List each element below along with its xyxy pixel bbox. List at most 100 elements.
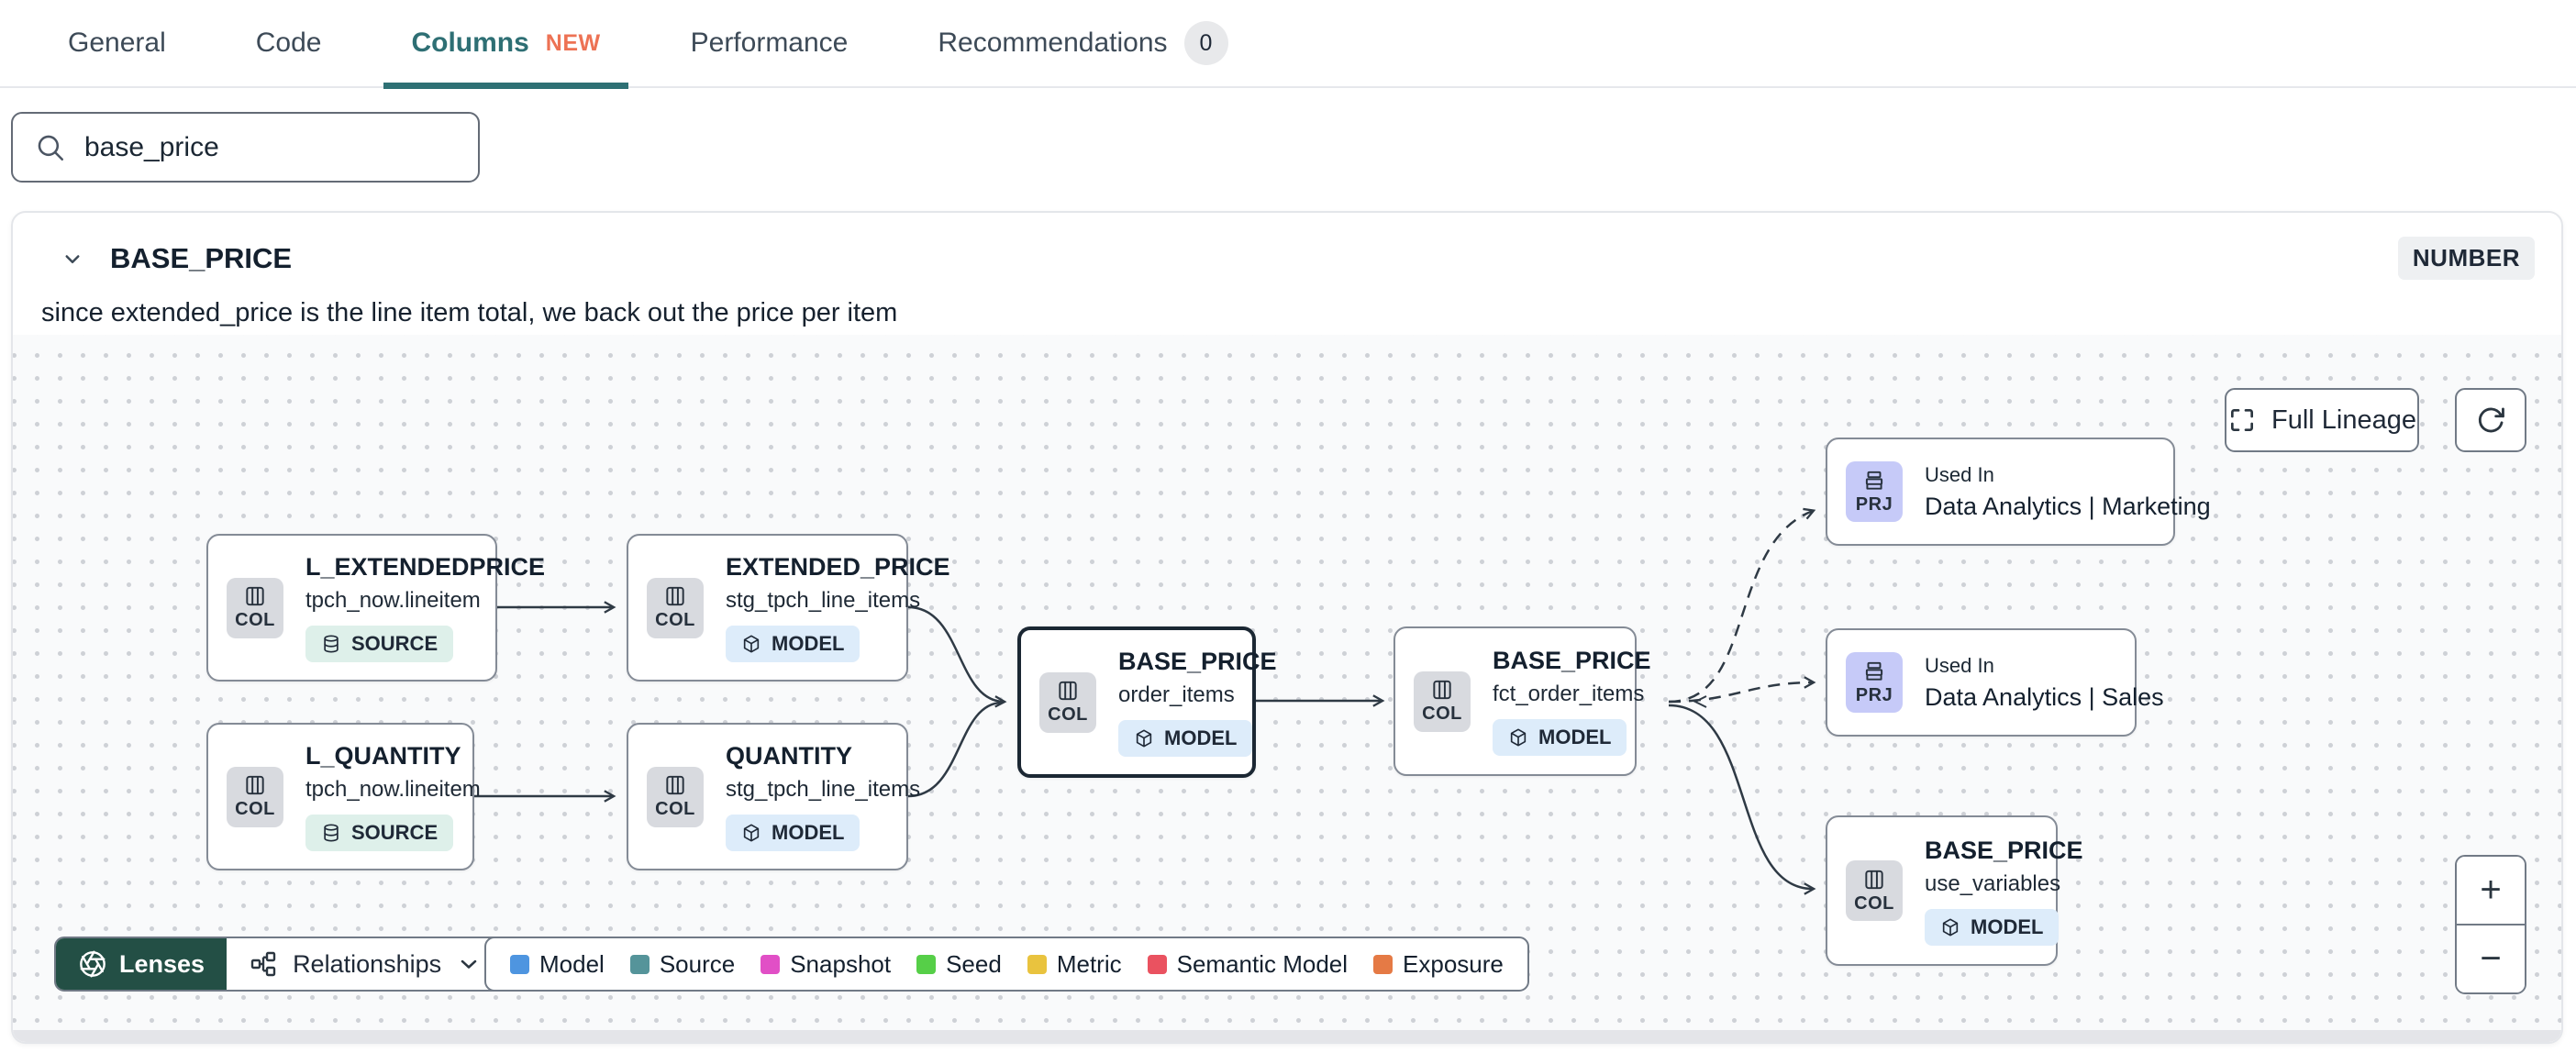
tab-columns[interactable]: Columns NEW bbox=[383, 0, 628, 89]
lenses-button[interactable]: Lenses bbox=[56, 938, 228, 990]
relationships-icon bbox=[250, 951, 276, 977]
legend-item-exposure: Exposure bbox=[1373, 950, 1504, 979]
lineage-node-extended-price[interactable]: COL EXTENDED_PRICE stg_tpch_line_items M… bbox=[627, 534, 950, 682]
legend-item-semantic-model: Semantic Model bbox=[1147, 949, 1349, 979]
node-subtitle: stg_tpch_line_items bbox=[726, 777, 921, 802]
badge-label: MODEL bbox=[772, 821, 845, 844]
node-title: BASE_PRICE bbox=[1118, 648, 1277, 675]
full-lineage-button[interactable]: Full Lineage bbox=[2225, 388, 2419, 452]
node-subtitle: stg_tpch_line_items bbox=[726, 588, 921, 613]
column-tile: COL bbox=[1039, 671, 1096, 733]
project-tile: PRJ bbox=[1846, 461, 1903, 522]
column-description: since extended_price is the line item to… bbox=[41, 298, 898, 327]
lineage-node-base-price-use-variables[interactable]: COL BASE_PRICE use_variables MODEL bbox=[1826, 815, 2083, 966]
recommendations-count-badge: 0 bbox=[1183, 21, 1228, 65]
lineage-node-l-quantity[interactable]: COL L_QUANTITY tpch_now.lineitem SOURCE bbox=[206, 723, 481, 870]
columns-icon bbox=[666, 775, 684, 795]
relationships-label: Relationships bbox=[293, 949, 442, 978]
horizontal-scrollbar[interactable] bbox=[13, 1030, 2561, 1042]
legend-swatch bbox=[1147, 954, 1167, 974]
columns-icon bbox=[246, 775, 264, 795]
tab-general[interactable]: General bbox=[40, 0, 194, 87]
relationships-dropdown[interactable]: Relationships bbox=[227, 938, 504, 990]
tile-label: COL bbox=[1422, 704, 1462, 724]
column-tile: COL bbox=[227, 766, 283, 827]
tile-label: COL bbox=[1048, 704, 1088, 725]
column-tile: COL bbox=[647, 577, 704, 638]
column-type-badge: NUMBER bbox=[2397, 237, 2535, 280]
legend-swatch bbox=[629, 954, 650, 974]
column-card: BASE_PRICE NUMBER since extended_price i… bbox=[11, 211, 2563, 1044]
node-subtitle: fct_order_items bbox=[1493, 682, 1645, 706]
zoom-out-button[interactable]: − bbox=[2457, 926, 2525, 992]
column-search bbox=[11, 112, 480, 183]
lenses-label: Lenses bbox=[119, 949, 205, 978]
project-drawers-icon bbox=[1865, 471, 1883, 490]
new-badge: NEW bbox=[545, 29, 601, 56]
tab-performance[interactable]: Performance bbox=[663, 0, 876, 87]
node-title: Data Analytics | Sales bbox=[1925, 682, 2164, 711]
node-title: QUANTITY bbox=[726, 742, 852, 770]
tab-code[interactable]: Code bbox=[228, 0, 350, 87]
cube-icon bbox=[1136, 729, 1152, 748]
lineage-node-exposure-marketing[interactable]: PRJ Used In Data Analytics | Marketing bbox=[1826, 438, 2211, 546]
legend-swatch bbox=[1373, 954, 1393, 974]
full-lineage-label: Full Lineage bbox=[2271, 405, 2416, 435]
node-title: L_QUANTITY bbox=[305, 742, 461, 770]
resource-badge: SOURCE bbox=[305, 626, 454, 662]
lineage-canvas[interactable]: COL L_EXTENDEDPRICE tpch_now.lineitem SO… bbox=[13, 335, 2561, 1042]
tab-recommendations[interactable]: Recommendations 0 bbox=[910, 0, 1255, 87]
node-subtitle: tpch_now.lineitem bbox=[305, 777, 481, 802]
active-tab-underline bbox=[383, 83, 628, 89]
columns-icon bbox=[666, 586, 684, 606]
lineage-node-base-price-order-items[interactable]: COL BASE_PRICE order_items MODEL bbox=[1017, 626, 1277, 778]
refresh-button[interactable] bbox=[2455, 388, 2526, 452]
tab-bar: General Code Columns NEW Performance Rec… bbox=[0, 0, 2576, 89]
badge-label: SOURCE bbox=[351, 632, 439, 655]
resource-badge: MODEL bbox=[726, 626, 861, 662]
lineage-node-quantity[interactable]: COL QUANTITY stg_tpch_line_items MODEL bbox=[627, 723, 920, 870]
legend-label: Seed bbox=[946, 949, 1002, 978]
tab-label: General bbox=[68, 28, 166, 58]
expand-icon bbox=[2231, 409, 2253, 431]
cube-icon bbox=[1942, 917, 1959, 937]
lineage-node-exposure-sales[interactable]: PRJ Used In Data Analytics | Sales bbox=[1826, 628, 2164, 737]
legend-label: Metric bbox=[1056, 949, 1122, 978]
zoom-in-button[interactable]: + bbox=[2457, 857, 2525, 926]
chevron-down-icon[interactable] bbox=[59, 245, 86, 272]
legend-label: Source bbox=[659, 949, 736, 978]
column-tile: COL bbox=[647, 766, 704, 827]
tile-label: COL bbox=[235, 610, 275, 630]
node-title: L_EXTENDEDPRICE bbox=[305, 553, 546, 581]
tile-label: PRJ bbox=[1855, 684, 1893, 705]
node-eyebrow: Used In bbox=[1925, 653, 1994, 677]
search-input[interactable] bbox=[84, 131, 456, 163]
lineage-node-l-extendedprice[interactable]: COL L_EXTENDEDPRICE tpch_now.lineitem SO… bbox=[206, 534, 545, 682]
column-tile: COL bbox=[227, 577, 283, 638]
badge-label: MODEL bbox=[772, 632, 845, 655]
node-title: BASE_PRICE bbox=[1925, 836, 2083, 864]
legend-label: Semantic Model bbox=[1176, 949, 1349, 978]
tile-label: PRJ bbox=[1855, 493, 1893, 515]
lineage-node-base-price-fct-order-items[interactable]: COL BASE_PRICE fct_order_items MODEL bbox=[1393, 626, 1651, 776]
legend-item-seed: Seed bbox=[916, 950, 1002, 979]
resource-badge: SOURCE bbox=[305, 815, 454, 851]
legend-label: Model bbox=[539, 949, 605, 978]
legend-item-snapshot: Snapshot bbox=[761, 950, 891, 979]
project-tile: PRJ bbox=[1846, 652, 1903, 713]
cube-icon bbox=[1510, 728, 1527, 747]
badge-label: MODEL bbox=[1538, 726, 1612, 748]
legend-swatch bbox=[510, 954, 529, 974]
legend-swatch bbox=[1027, 954, 1047, 974]
legend-swatch bbox=[916, 954, 937, 974]
tile-label: COL bbox=[655, 610, 695, 630]
database-icon bbox=[324, 635, 339, 653]
column-tile: COL bbox=[1846, 860, 1903, 921]
node-title: BASE_PRICE bbox=[1493, 647, 1651, 674]
zoom-controls: + − bbox=[2455, 855, 2526, 994]
column-card-header: BASE_PRICE NUMBER bbox=[13, 213, 2561, 280]
columns-icon bbox=[1865, 870, 1883, 889]
search-icon bbox=[38, 135, 64, 161]
node-title: EXTENDED_PRICE bbox=[726, 553, 950, 581]
